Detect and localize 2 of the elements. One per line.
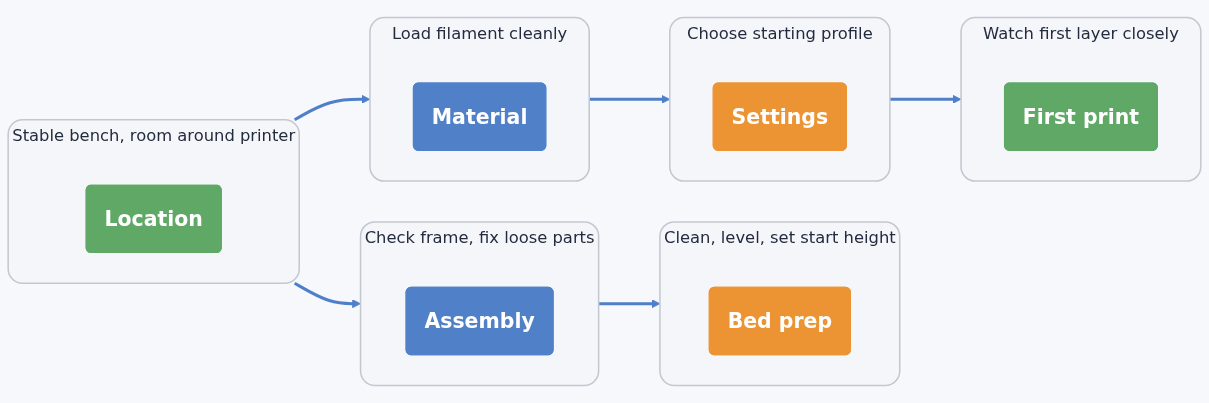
arrow — [293, 281, 361, 309]
arrow — [889, 94, 962, 104]
